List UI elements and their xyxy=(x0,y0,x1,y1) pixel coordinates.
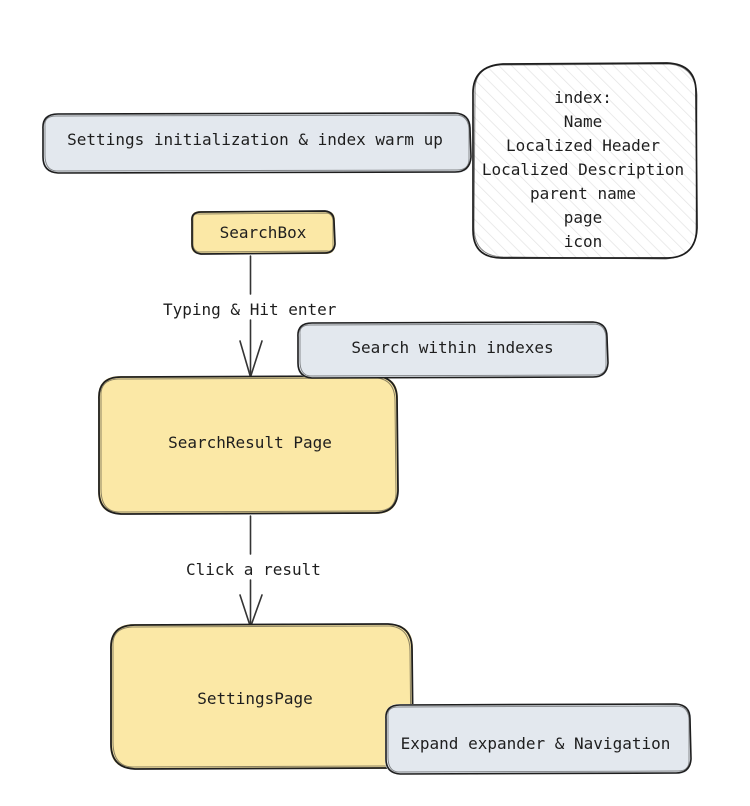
node-searchbox[interactable] xyxy=(191,210,336,255)
index-box[interactable] xyxy=(472,62,698,260)
edge-click-a-result xyxy=(239,515,263,628)
node-settingspage[interactable] xyxy=(110,623,414,770)
note-search-within-indexes[interactable] xyxy=(297,321,609,379)
note-initialization[interactable] xyxy=(42,112,472,174)
edge-typing-hit-enter xyxy=(239,255,263,378)
note-expand-navigation[interactable] xyxy=(385,703,692,775)
node-searchresult-page[interactable] xyxy=(98,375,399,515)
